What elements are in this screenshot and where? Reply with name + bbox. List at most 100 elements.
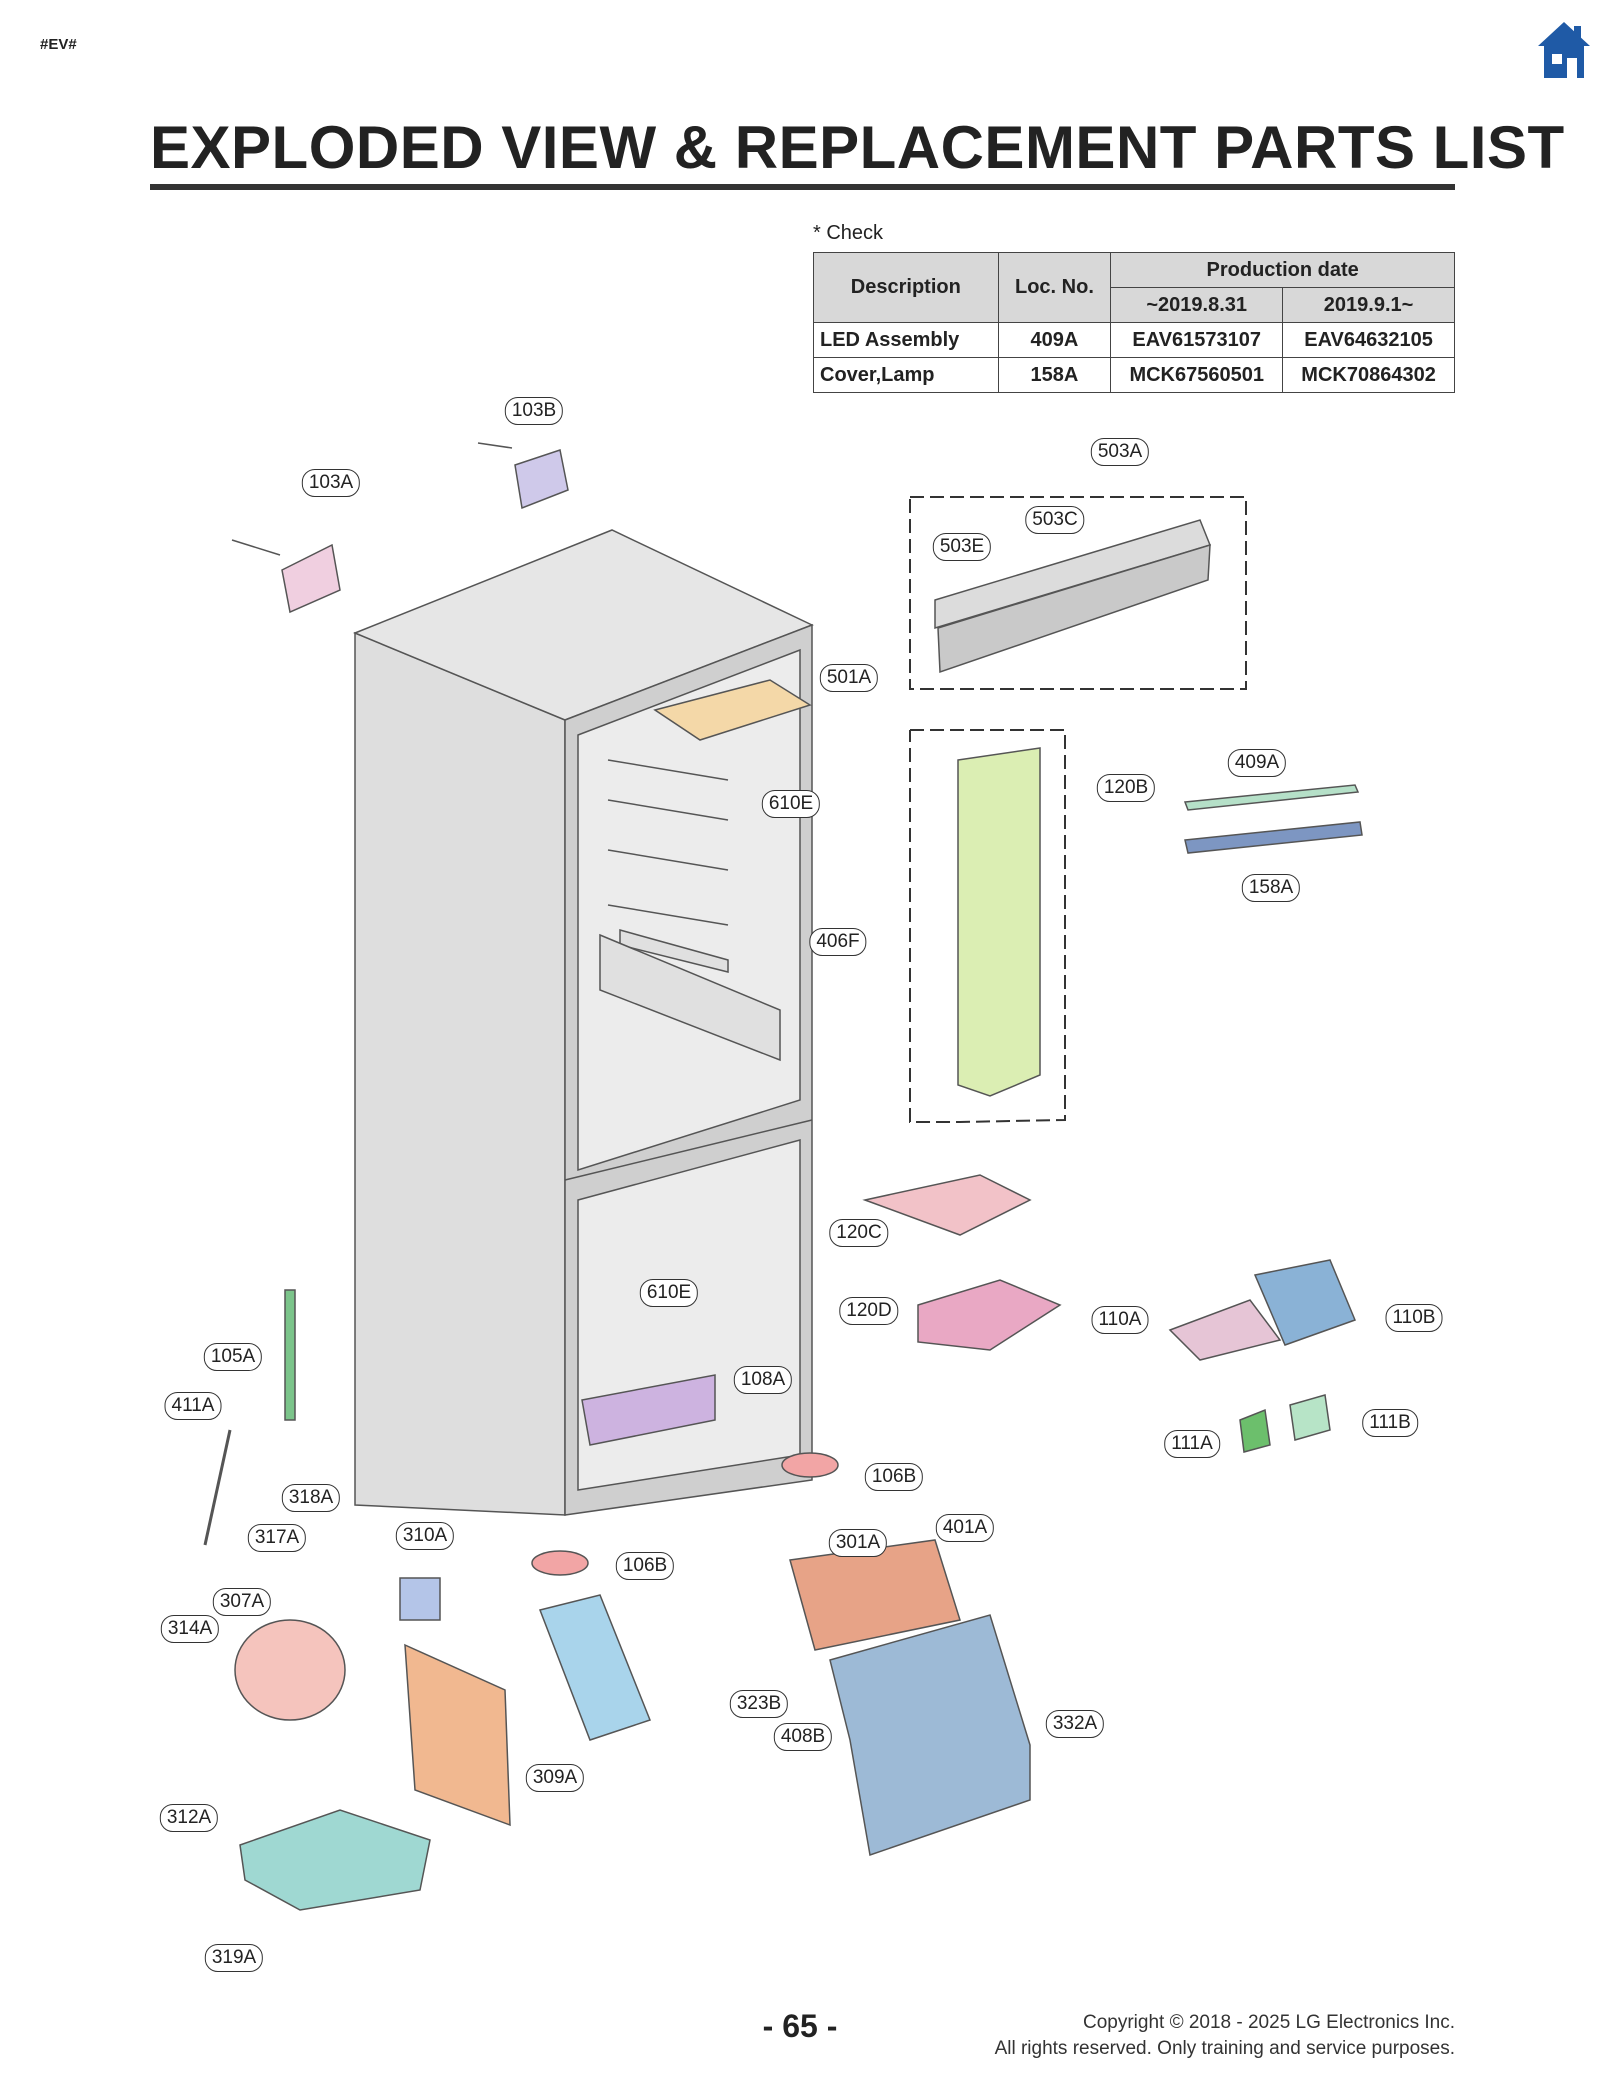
damper-111a [1239, 1408, 1271, 1453]
callout-318A: 318A [281, 1484, 341, 1512]
callout-401A: 401A [935, 1514, 995, 1542]
screw [477, 442, 513, 449]
power-cord-411a [203, 1429, 232, 1546]
light-cover [957, 747, 1041, 1097]
callout-110A: 110A [1091, 1306, 1149, 1334]
home-icon-roof [1538, 22, 1590, 78]
table-row: LED Assembly 409A EAV61573107 EAV6463210… [813, 322, 1455, 358]
hinge-cover-left [281, 543, 341, 614]
header-after: 2019.9.1~ [1282, 287, 1455, 323]
shelf-rail [607, 759, 729, 781]
row-before: EAV61573107 [1110, 322, 1284, 358]
page-title: EXPLODED VIEW & REPLACEMENT PARTS LIST [150, 114, 1565, 181]
tray-120d [917, 1279, 1062, 1351]
crisper-cover [619, 929, 729, 973]
row-loc-no: 158A [997, 357, 1112, 393]
header-production-date: Production date [1110, 252, 1455, 288]
callout-501A: 501A [819, 664, 879, 692]
callout-158A: 158A [1241, 874, 1301, 902]
header-loc-no: Loc. No. [997, 252, 1112, 323]
callout-503C: 503C [1025, 506, 1085, 534]
callout-317A: 317A [247, 1524, 307, 1552]
fan-shroud-309a [404, 1643, 511, 1827]
callout-106B: 106B [615, 1552, 675, 1580]
drain-hose-105a [284, 1289, 296, 1421]
main-pcb [653, 679, 812, 741]
callout-105A: 105A [203, 1343, 263, 1371]
callout-110B: 110B [1385, 1304, 1443, 1332]
callout-332A: 332A [1045, 1710, 1105, 1738]
row-after: MCK70864302 [1282, 357, 1455, 393]
header-description: Description [813, 252, 999, 323]
shelf-rail [607, 799, 729, 821]
relay-310a [399, 1577, 441, 1621]
callout-309A: 309A [525, 1764, 585, 1792]
callout-120C: 120C [829, 1219, 889, 1247]
home-icon-window [1552, 54, 1562, 64]
callout-310A: 310A [395, 1522, 455, 1550]
callout-307A: 307A [212, 1588, 272, 1616]
callout-111B: 111B [1362, 1409, 1418, 1437]
callout-319A: 319A [204, 1944, 264, 1972]
crisper-frame [599, 933, 781, 1062]
base-cover-319a [239, 1809, 431, 1911]
callout-503E: 503E [932, 533, 992, 561]
callout-103A: 103A [301, 469, 361, 497]
callout-610E: 610E [639, 1279, 699, 1307]
title-rule [150, 184, 1455, 190]
cabinet-side [354, 631, 566, 1516]
fan-106b-upper [781, 1452, 839, 1478]
callout-406F: 406F [809, 928, 867, 956]
callout-120D: 120D [839, 1297, 899, 1325]
copyright: Copyright © 2018 - 2025 LG Electronics I… [995, 2010, 1455, 2062]
home-icon-chimney [1574, 26, 1581, 40]
callout-108A: 108A [733, 1366, 793, 1394]
page-number: - 65 - [762, 2008, 838, 2044]
callout-503A: 503A [1090, 438, 1150, 466]
callout-312A: 312A [159, 1804, 219, 1832]
led-assembly [1183, 784, 1360, 811]
row-description: LED Assembly [813, 322, 999, 358]
callout-301A: 301A [828, 1529, 888, 1557]
damper-111b [1289, 1394, 1331, 1441]
tray-120c [862, 1174, 1032, 1236]
freezer-cavity [577, 1139, 801, 1491]
callout-409A: 409A [1227, 749, 1287, 777]
evaporator-cover-332a [829, 1614, 1031, 1856]
callout-411A: 411A [164, 1392, 222, 1420]
screw [231, 539, 281, 556]
fresh-food-cavity [577, 648, 801, 1172]
check-note: * Check [813, 222, 884, 244]
callout-111A: 111A [1164, 1430, 1220, 1458]
home-icon-door [1567, 58, 1577, 78]
duct-110a [1168, 1299, 1282, 1361]
callout-408B: 408B [773, 1723, 833, 1751]
shelf-rail [607, 904, 729, 926]
callout-323B: 323B [729, 1690, 789, 1718]
row-before: MCK67560501 [1110, 357, 1284, 393]
lamp-cover [1184, 821, 1363, 854]
freezer-drawer-guard [581, 1374, 716, 1446]
callout-106B: 106B [864, 1463, 924, 1491]
ev-tag: #EV# [40, 36, 77, 53]
row-description: Cover,Lamp [813, 357, 999, 393]
callout-120B: 120B [1096, 774, 1156, 802]
home-icon[interactable] [1536, 20, 1592, 80]
frame-120b [909, 729, 1066, 1123]
callout-314A: 314A [160, 1615, 220, 1643]
divider [564, 1119, 813, 1181]
shelf-rail [607, 849, 729, 871]
callout-610E: 610E [761, 790, 821, 818]
heater-323b [538, 1594, 651, 1741]
cabinet-top [353, 529, 814, 721]
row-loc-no: 409A [997, 322, 1112, 358]
duct-110b [1253, 1259, 1356, 1346]
hinge-cover-right [514, 449, 569, 510]
copyright-line: Copyright © 2018 - 2025 LG Electronics I… [1082, 2012, 1455, 2033]
callout-103B: 103B [504, 397, 564, 425]
table-row: Cover,Lamp 158A MCK67560501 MCK70864302 [813, 357, 1455, 393]
fan-106b-lower [531, 1550, 589, 1576]
row-after: EAV64632105 [1282, 322, 1455, 358]
compressor-307a [234, 1619, 346, 1721]
display-front [937, 543, 1211, 674]
